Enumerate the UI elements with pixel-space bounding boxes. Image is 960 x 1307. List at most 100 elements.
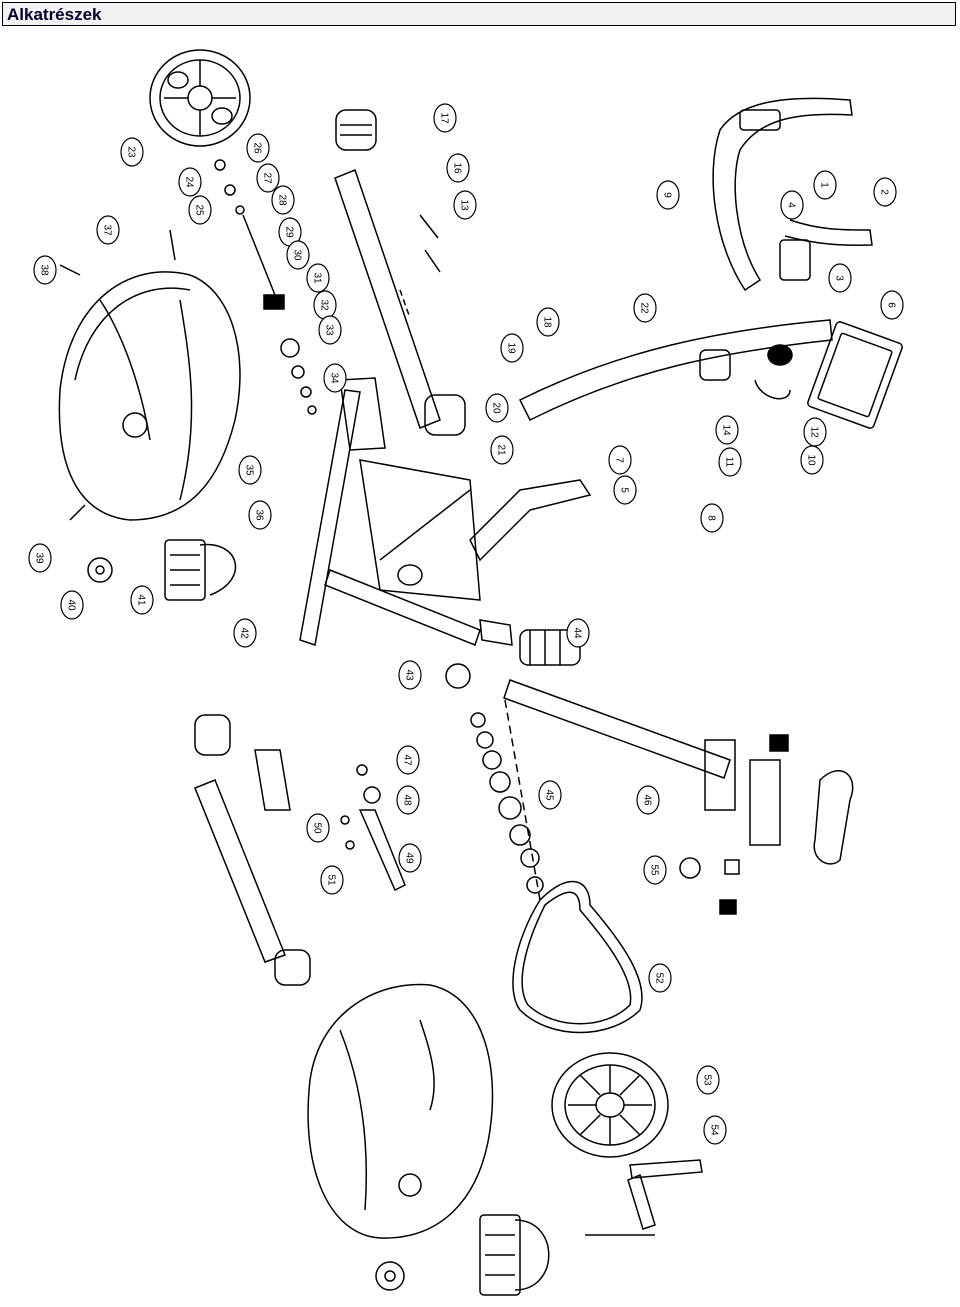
callout-number: 40 — [66, 599, 77, 611]
callout-balloon — [306, 263, 330, 293]
callout-balloon — [60, 590, 84, 620]
left-cover — [58, 229, 241, 521]
callout-number: 42 — [239, 627, 250, 639]
callout-number: 55 — [649, 864, 660, 876]
page-title: Alkatrészek — [7, 5, 102, 24]
callout-number: 38 — [39, 264, 50, 276]
callout-balloon — [780, 190, 804, 220]
callout-number: 52 — [654, 972, 665, 984]
callout-number: 54 — [709, 1124, 720, 1136]
tension-lever — [340, 764, 406, 892]
callout-balloon — [636, 785, 660, 815]
callout-balloon — [130, 585, 154, 615]
callout-balloon — [873, 177, 897, 207]
callout-balloon — [880, 290, 904, 320]
callout-number: 1 — [819, 182, 830, 188]
callout-number: 18 — [542, 316, 553, 328]
callout-number: 19 — [506, 342, 517, 354]
callout-balloon — [715, 415, 739, 445]
callout-number: 21 — [496, 444, 507, 456]
callout-number: 7 — [614, 457, 625, 463]
callout-number: 32 — [319, 299, 330, 311]
callout-number: 51 — [326, 874, 337, 886]
right-pedal — [375, 1214, 550, 1296]
callout-balloon — [536, 307, 560, 337]
callout-balloon — [703, 1115, 727, 1145]
callout-number: 27 — [262, 172, 273, 184]
callout-number: 37 — [102, 224, 113, 236]
callout-balloon — [320, 865, 344, 895]
callout-number: 36 — [254, 509, 265, 521]
callout-balloon — [433, 103, 457, 133]
left-pedal — [87, 539, 237, 601]
callout-number: 46 — [642, 794, 653, 806]
handlebar — [712, 97, 873, 292]
callout-balloon — [566, 618, 590, 648]
callout-balloon — [800, 445, 824, 475]
title-bar: Alkatrészek — [2, 2, 956, 26]
callout-balloon — [120, 137, 144, 167]
callout-balloon — [396, 785, 420, 815]
callout-balloon — [608, 445, 632, 475]
callout-balloon — [453, 190, 477, 220]
main-frame — [299, 377, 592, 646]
callout-balloon — [656, 180, 680, 210]
callout-balloon — [323, 363, 347, 393]
callout-number: 6 — [886, 302, 897, 308]
handlebar-stem — [518, 319, 903, 429]
callout-balloon — [271, 185, 295, 215]
front-stabilizer — [194, 714, 311, 986]
callout-number: 14 — [721, 424, 732, 436]
callout-number: 3 — [834, 275, 845, 281]
flywheel — [149, 49, 251, 147]
right-cover — [307, 983, 494, 1239]
callout-number: 34 — [329, 372, 340, 384]
callout-balloon — [633, 293, 657, 323]
callout-balloon — [396, 745, 420, 775]
callout-balloon — [28, 543, 52, 573]
callout-number: 48 — [402, 794, 413, 806]
callout-number: 35 — [244, 464, 255, 476]
callout-balloon — [286, 240, 310, 270]
callout-balloon — [828, 263, 852, 293]
callout-number: 25 — [194, 204, 205, 216]
callout-number: 30 — [292, 249, 303, 261]
callout-balloon — [446, 153, 470, 183]
callout-balloon — [318, 315, 342, 345]
callout-balloon — [538, 780, 562, 810]
callout-number: 2 — [879, 189, 890, 195]
callout-balloon — [718, 447, 742, 477]
belt-pulley — [551, 1052, 669, 1158]
callout-balloon — [178, 167, 202, 197]
callout-balloon — [246, 133, 270, 163]
axle-hardware — [214, 159, 317, 415]
callout-balloon — [500, 333, 524, 363]
callout-balloon — [306, 813, 330, 843]
slider-hardware — [470, 699, 544, 901]
callout-balloon — [256, 163, 280, 193]
callout-balloon — [398, 843, 422, 873]
callout-number: 28 — [277, 194, 288, 206]
callout-number: 50 — [312, 822, 323, 834]
callout-balloon — [96, 215, 120, 245]
callout-balloon — [490, 435, 514, 465]
seat-post — [334, 109, 466, 436]
callout-number: 41 — [136, 594, 147, 606]
callout-number: 10 — [806, 454, 817, 466]
callout-balloon — [696, 1065, 720, 1095]
callout-number: 4 — [786, 202, 797, 208]
callout-number: 13 — [459, 199, 470, 211]
callout-number: 43 — [404, 669, 415, 681]
callout-balloon — [813, 170, 837, 200]
callout-number: 24 — [184, 176, 195, 188]
callout-number: 16 — [452, 162, 463, 174]
small-parts-right — [445, 663, 740, 915]
callout-balloon — [188, 195, 212, 225]
callout-number: 9 — [662, 192, 673, 198]
callout-number: 45 — [544, 789, 555, 801]
callout-balloon — [700, 503, 724, 533]
callout-balloon — [248, 500, 272, 530]
callout-number: 29 — [284, 226, 295, 238]
